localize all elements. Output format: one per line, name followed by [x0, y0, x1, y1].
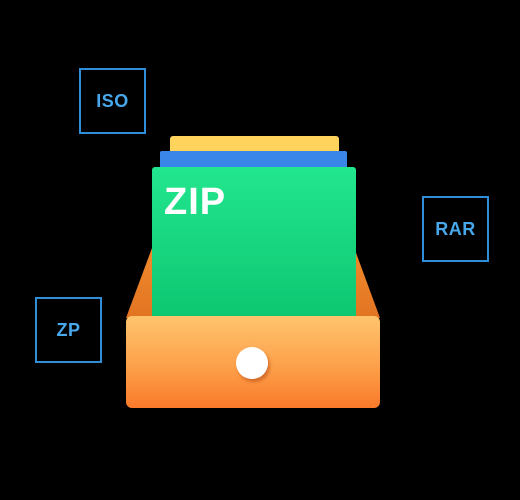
zp-format-tag: ZP	[35, 297, 102, 363]
zip-folder-label: ZIP	[164, 181, 227, 223]
rar-format-tag: RAR	[422, 196, 489, 262]
iso-format-label: ISO	[96, 90, 129, 111]
rar-format-label: RAR	[435, 218, 476, 239]
green-folder	[152, 167, 356, 327]
drawer-right-wall	[355, 250, 380, 318]
drawer-knob-icon	[236, 347, 268, 379]
zp-format-label: ZP	[56, 319, 81, 340]
drawer-left-wall	[126, 248, 152, 318]
iso-format-tag: ISO	[79, 68, 146, 134]
